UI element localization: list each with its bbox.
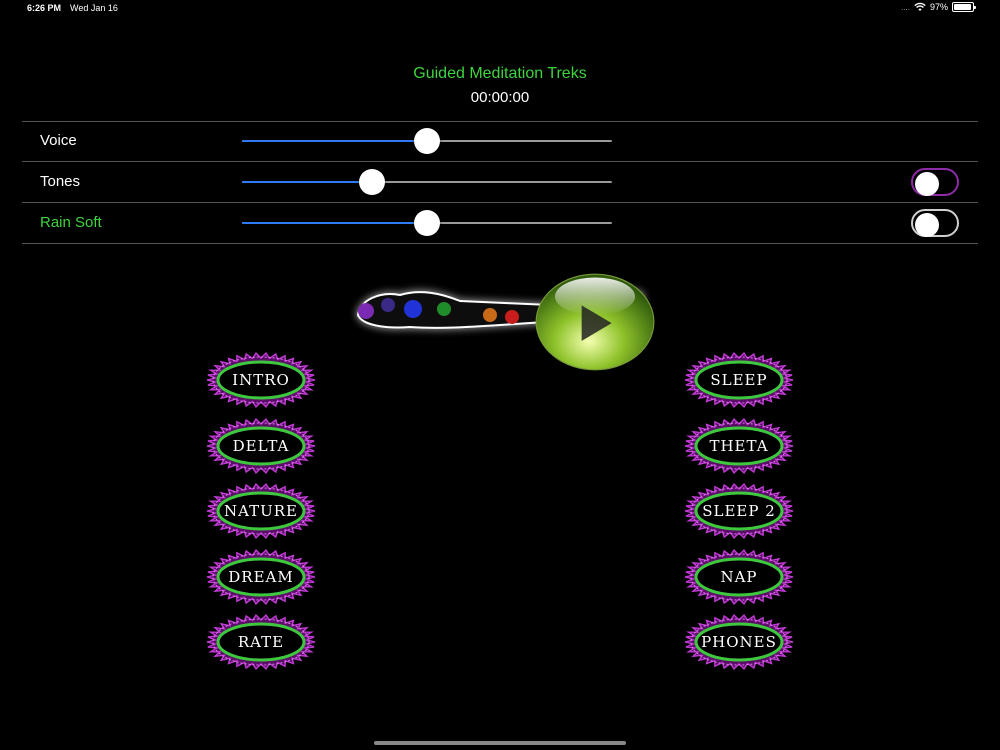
divider [22, 161, 978, 162]
mandala-ring [216, 426, 306, 466]
mandala-frame [684, 418, 794, 474]
button-label: NATURE [223, 502, 299, 520]
battery-percent: 97% [929, 2, 948, 12]
mandala-lattice [212, 618, 310, 666]
button-label: PHONES [701, 633, 777, 651]
button-label: INTRO [232, 371, 290, 389]
play-button[interactable] [445, 272, 655, 371]
mandala-frame [684, 483, 794, 539]
mandala-frame [206, 483, 316, 539]
button-label: DREAM [228, 568, 294, 586]
mandala-frame [206, 549, 316, 605]
mandala-ring [694, 557, 784, 597]
nap-button[interactable]: NAP [684, 549, 794, 605]
chakra-throat [404, 300, 422, 318]
rate-button[interactable]: RATE [206, 614, 316, 670]
rain-toggle[interactable] [911, 209, 959, 237]
mixer-label: Tones [40, 173, 81, 190]
dream-button[interactable]: DREAM [206, 549, 316, 605]
chakra-heart [437, 302, 451, 316]
mandala-lattice [690, 356, 788, 404]
mandala-frame [684, 352, 794, 408]
delta-button[interactable]: DELTA [206, 418, 316, 474]
sleep-2-button[interactable]: SLEEP 2 [684, 483, 794, 539]
chakra-third-eye [381, 298, 395, 312]
button-label: THETA [709, 437, 769, 455]
mixer-row-rain: Rain Soft [22, 203, 978, 243]
play-icon [535, 273, 655, 371]
button-label: SLEEP [710, 371, 768, 389]
tones-volume-slider[interactable] [242, 169, 612, 195]
status-date: Wed Jan 16 [70, 3, 118, 13]
button-label: SLEEP 2 [702, 502, 776, 520]
mandala-lattice [690, 618, 788, 666]
chakra-root [505, 310, 519, 324]
phones-button[interactable]: PHONES [684, 614, 794, 670]
wifi-icon [914, 2, 926, 11]
slider-fill [242, 222, 427, 224]
status-bar: 6:26 PM Wed Jan 16 .... 97% [0, 0, 1000, 16]
slider-thumb[interactable] [414, 128, 440, 154]
mandala-frame [206, 352, 316, 408]
mandala-lattice [212, 422, 310, 470]
nature-button[interactable]: NATURE [206, 483, 316, 539]
mandala-frame [206, 614, 316, 670]
button-label: DELTA [232, 437, 290, 455]
mandala-ring [216, 491, 306, 531]
mandala-ring [694, 491, 784, 531]
app-title: Guided Meditation Treks [413, 65, 587, 82]
divider [22, 202, 978, 203]
home-indicator [374, 741, 626, 745]
mandala-lattice [212, 487, 310, 535]
cellular-signal: .... [901, 2, 910, 12]
intro-button[interactable]: INTRO [206, 352, 316, 408]
mandala-ring [216, 360, 306, 400]
elapsed-timer: 00:00:00 [470, 89, 530, 106]
slider-fill [242, 181, 372, 183]
status-time: 6:26 PM [27, 3, 62, 13]
divider [22, 243, 978, 244]
button-label: NAP [720, 568, 758, 586]
button-label: RATE [237, 633, 285, 651]
sleep-button[interactable]: SLEEP [684, 352, 794, 408]
divider [22, 121, 978, 122]
mixer-label: Voice [40, 132, 77, 149]
mandala-lattice [690, 553, 788, 601]
toggle-knob [915, 213, 939, 237]
chakra-crown [358, 303, 374, 319]
voice-volume-slider[interactable] [242, 128, 612, 154]
mandala-ring [216, 622, 306, 662]
meditation-figure [350, 265, 655, 371]
toggle-knob [915, 172, 939, 196]
slider-fill [242, 140, 427, 142]
slider-thumb[interactable] [414, 210, 440, 236]
battery-icon [952, 2, 976, 12]
rain-volume-slider[interactable] [242, 210, 612, 236]
mixer-label: Rain Soft [40, 214, 102, 231]
slider-thumb[interactable] [358, 169, 385, 195]
mandala-ring [694, 622, 784, 662]
mandala-ring [694, 426, 784, 466]
mandala-lattice [212, 356, 310, 404]
mandala-frame [684, 549, 794, 605]
mandala-lattice [690, 422, 788, 470]
mixer-row-tones: Tones [22, 162, 978, 202]
mandala-lattice [690, 487, 788, 535]
mandala-frame [206, 418, 316, 474]
slider-track [242, 181, 612, 183]
mandala-ring [694, 360, 784, 400]
status-indicators: .... 97% [901, 2, 976, 12]
mixer-row-voice: Voice [22, 121, 978, 161]
theta-button[interactable]: THETA [684, 418, 794, 474]
tones-toggle[interactable] [911, 168, 959, 196]
mandala-lattice [212, 553, 310, 601]
mandala-ring [216, 557, 306, 597]
chakra-sacral [483, 308, 497, 322]
mandala-frame [684, 614, 794, 670]
